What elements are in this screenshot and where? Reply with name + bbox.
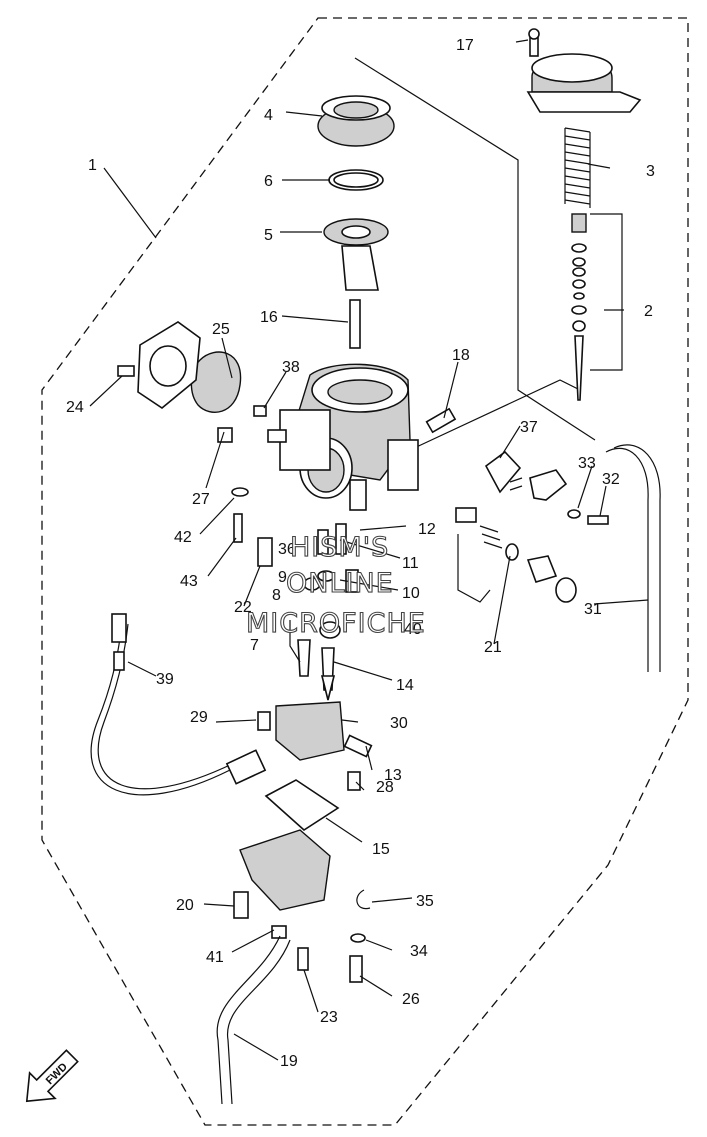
part-spring-3 (564, 127, 591, 208)
callout-17: 17 (456, 37, 474, 54)
part-screw-38 (253, 405, 267, 417)
part-drain-hose-19 (216, 935, 291, 1105)
forward-arrow-icon: FWD (25, 1049, 79, 1103)
callout-14: 14 (396, 677, 414, 694)
part-fitting-18 (425, 407, 457, 434)
callout-12: 12 (418, 521, 436, 538)
callout-34: 34 (410, 943, 428, 960)
callout-39: 39 (156, 671, 174, 688)
callout-40: 40 (404, 621, 422, 638)
part-diaphragm-4 (317, 95, 395, 147)
callout-43: 43 (180, 573, 198, 590)
callout-36: 36 (278, 541, 296, 558)
callout-9: 9 (278, 569, 287, 586)
part-nut-27 (217, 427, 233, 443)
callout-38: 38 (282, 359, 300, 376)
callout-32: 32 (602, 471, 620, 488)
part-cable-39 (90, 613, 267, 796)
callout-16: 16 (260, 309, 278, 326)
callout-25: 25 (212, 321, 230, 338)
callout-6: 6 (264, 173, 273, 190)
callout-15: 15 (372, 841, 390, 858)
part-pilot-screw-21 (455, 507, 577, 603)
part-float-chamber (233, 829, 331, 971)
callout-24: 24 (66, 399, 84, 416)
callout-26: 26 (402, 991, 420, 1008)
callout-labels: 1 2 3 4 5 6 7 8 9 10 11 12 13 14 15 16 1… (66, 37, 655, 1070)
part-jets-8-9-10-11-12 (303, 523, 359, 593)
callout-20: 20 (176, 897, 194, 914)
part-carburetor-body (267, 363, 419, 511)
part-flange-24 (117, 321, 201, 409)
callout-18: 18 (452, 347, 470, 364)
part-screw-43 (233, 513, 243, 543)
callout-30: 30 (390, 715, 408, 732)
part-gasket-15 (264, 779, 340, 832)
callout-35: 35 (416, 893, 434, 910)
leader-lines (89, 39, 649, 1061)
part-top-cap-17 (526, 28, 642, 113)
assembly-reference-line-2 (409, 379, 581, 451)
part-clip-washer-34-35 (349, 889, 371, 983)
watermark-line-3: MICROFICHE (246, 608, 426, 639)
callout-1: 1 (88, 157, 97, 174)
callout-13: 13 (384, 767, 402, 784)
callout-3: 3 (646, 163, 655, 180)
part-jet-needle-set-2 (571, 213, 623, 401)
callout-22: 22 (234, 599, 252, 616)
assembly-boundary (41, 17, 689, 1126)
callout-2: 2 (644, 303, 653, 320)
watermark-line-2: ONLINE (286, 568, 394, 599)
callout-8: 8 (272, 587, 281, 604)
callout-31: 31 (584, 601, 602, 618)
part-pin-16 (349, 299, 361, 349)
callout-27: 27 (192, 491, 210, 508)
callout-42: 42 (174, 529, 192, 546)
part-jet-22 (257, 537, 273, 567)
part-piston-valve-5 (323, 218, 389, 291)
callout-10: 10 (402, 585, 420, 602)
part-oring-6 (328, 169, 384, 191)
watermark-line-1: HISM'S (290, 532, 389, 563)
callout-11: 11 (402, 555, 419, 572)
callout-28: 28 (376, 779, 394, 796)
callout-4: 4 (264, 107, 273, 124)
callout-41: 41 (206, 949, 224, 966)
watermark: HISM'S ONLINE MICROFICHE (245, 531, 426, 639)
callout-5: 5 (264, 227, 273, 244)
assembly-reference-lines (354, 57, 596, 441)
callout-29: 29 (190, 709, 208, 726)
callout-21: 21 (484, 639, 502, 656)
callout-33: 33 (578, 455, 596, 472)
part-gasket-25 (190, 351, 242, 413)
callout-23: 23 (320, 1009, 338, 1026)
part-vent-hose-31 (605, 444, 661, 672)
part-float-30 (257, 701, 373, 791)
part-washer-42 (231, 487, 249, 497)
callout-37: 37 (520, 419, 538, 436)
part-cap-37 (484, 450, 609, 525)
callout-7: 7 (250, 637, 259, 654)
callout-19: 19 (280, 1053, 298, 1070)
part-needle-valve-7-14 (289, 620, 341, 701)
